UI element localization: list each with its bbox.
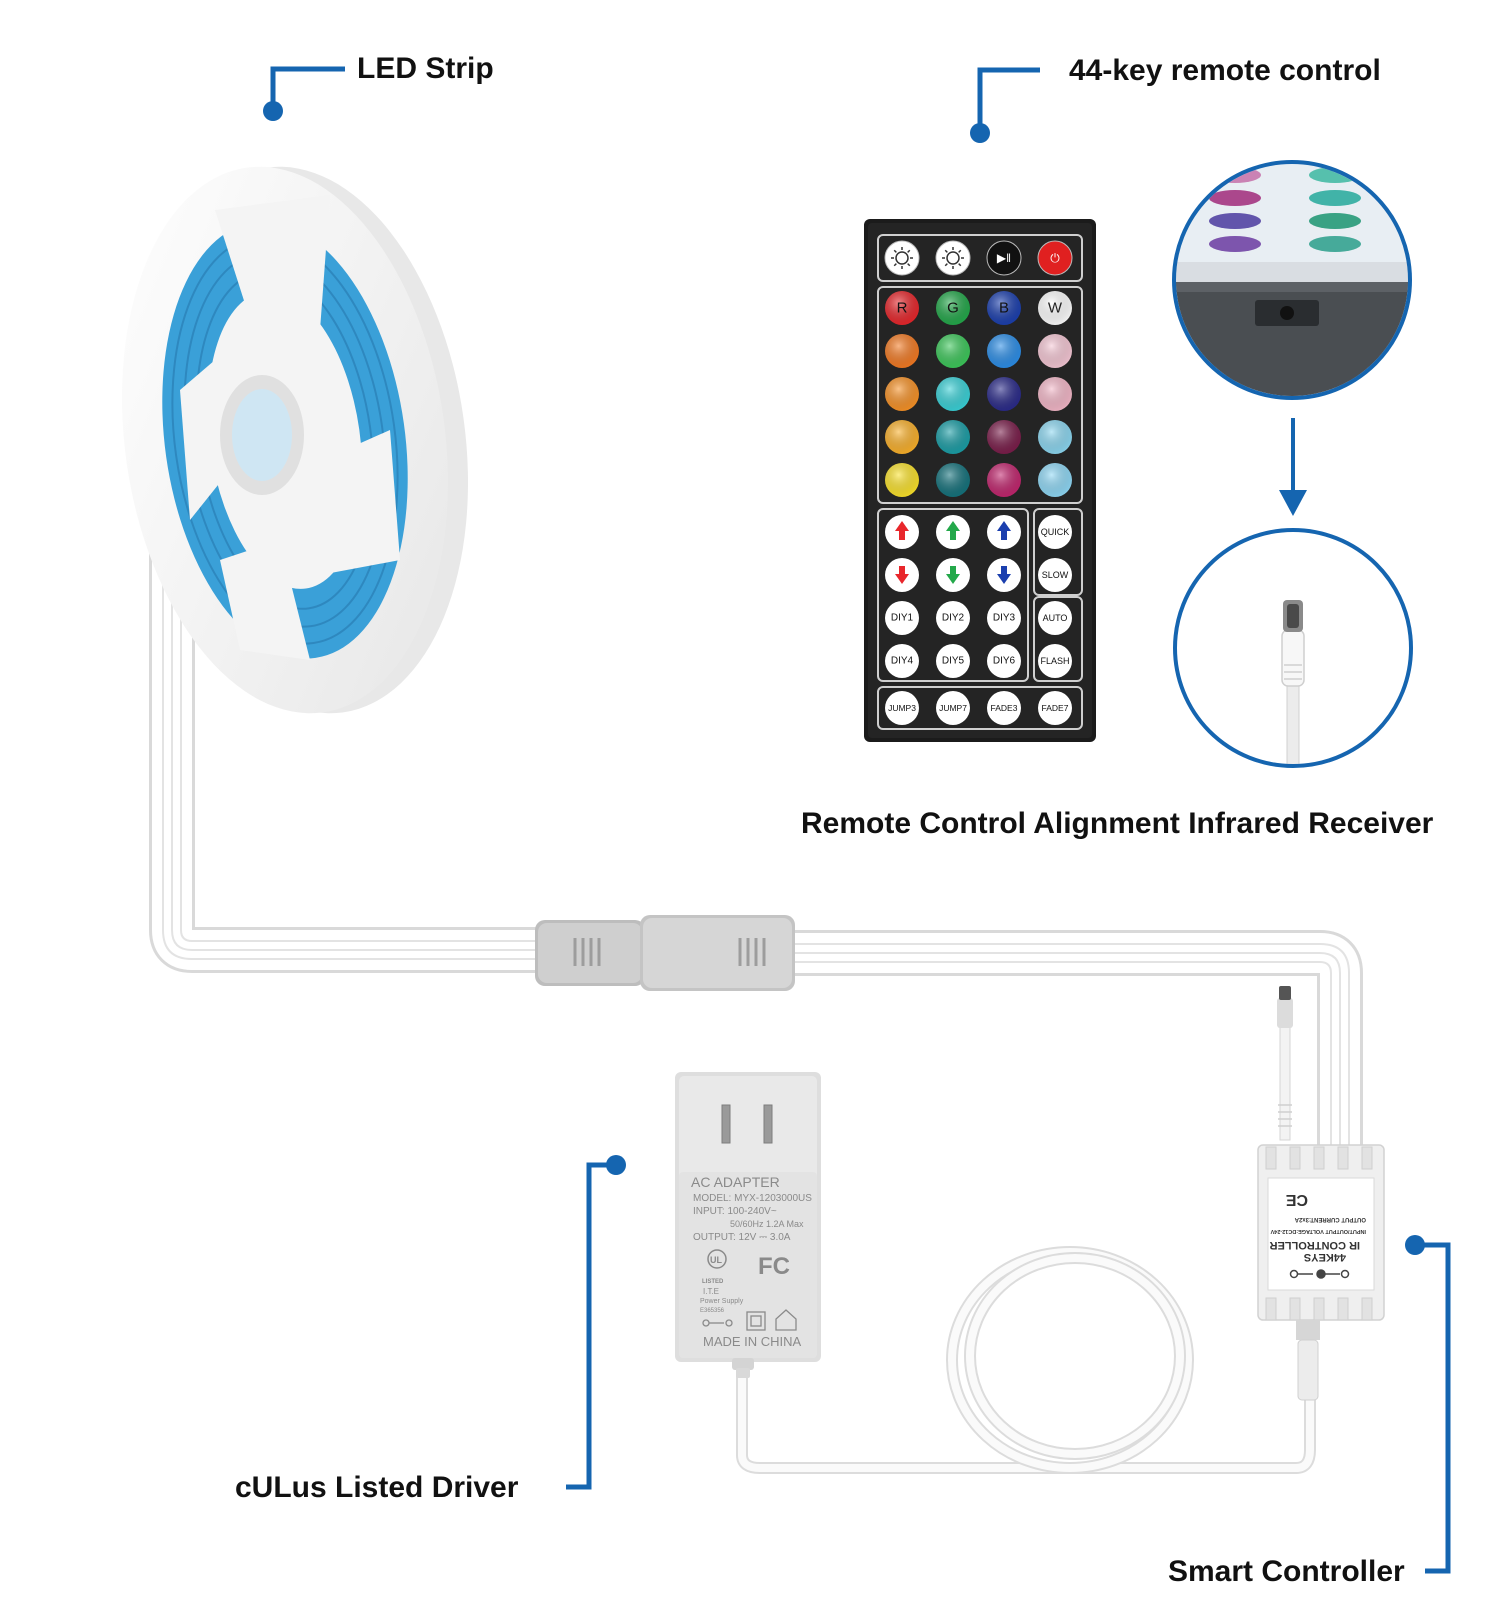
button-fade7-label: FADE7 [1042,703,1069,713]
button-jump7-label: JUMP7 [939,703,967,713]
svg-text:UL: UL [710,1255,722,1265]
polarity-icon [702,1309,797,1331]
remote-control: ▶‖ ⏻ R G B W QUICK SLOW AUTO FLASH DIY1 DIY2 DIY3DIY… [864,219,1096,742]
controller-keys: 44KEYS [1304,1251,1346,1263]
arrow-up-icon [895,521,909,531]
arrow-up-icon [997,521,1011,531]
strip-connector [535,915,795,991]
button-diy3[interactable] [987,601,1021,635]
arrow-down-icon [895,574,909,584]
led-strip-reel [122,166,468,714]
color-button-label: R [897,300,908,317]
button-quick-label: QUICK [1041,527,1070,537]
zoom-arrow [1279,418,1307,516]
button-slow-label: SLOW [1042,570,1069,580]
controller-voltage: INPUT/OUTPUT VOLTAGE:DC12-24V [1270,1228,1366,1234]
power-icon[interactable] [1037,240,1073,276]
button-diy5[interactable] [936,644,970,678]
button-fade7[interactable] [1038,691,1072,725]
power-icon-label: ⏻ [1050,251,1060,265]
callout-led-strip [263,66,345,121]
adapter-ite: I.T.E [703,1287,719,1296]
adapter-listed: LISTED [702,1279,724,1285]
callout-driver [566,1155,626,1490]
button-auto-label: AUTO [1043,613,1068,623]
button-flash[interactable] [1038,644,1072,678]
label-smart-controller: Smart Controller [1168,1555,1405,1588]
button-diy5-label: DIY5 [942,656,965,667]
ir-receiver-zoom-bottom [1173,528,1413,768]
arrow-up-icon [946,521,960,531]
button-diy4[interactable] [885,644,919,678]
fcc-logo: FC [758,1253,790,1280]
ir-receiver-zoom-top [1172,160,1412,400]
button-slow[interactable] [1038,558,1072,592]
button-jump3[interactable] [885,691,919,725]
button-diy1-label: DIY1 [891,613,914,624]
adapter-freq: 50/60Hz 1.2A Max [730,1219,804,1229]
ac-adapter: AC ADAPTER MODEL: MYX-1203000US INPUT: 1… [675,1072,1316,1474]
play-pause-icon[interactable] [986,240,1022,276]
adapter-model: MODEL: MYX-1203000US [693,1193,812,1204]
adapter-made-in: MADE IN CHINA [703,1334,802,1349]
button-diy6-label: DIY6 [993,656,1016,667]
button-fade3-label: FADE3 [991,703,1018,713]
callout-controller [1405,1235,1451,1574]
controller-ce-mark: CE [1285,1191,1308,1208]
arrow-down-icon [946,574,960,584]
button-jump7[interactable] [936,691,970,725]
button-flash-label: FLASH [1040,656,1069,666]
adapter-title: AC ADAPTER [691,1174,780,1190]
dc-cord-coil [946,1246,1194,1474]
adapter-power-supply: Power Supply [700,1298,744,1305]
controller-polarity-icon [1289,1269,1350,1279]
adapter-input: INPUT: 100-240V~ [693,1206,777,1217]
button-diy3-label: DIY3 [993,613,1016,624]
main-cable [149,517,1363,1173]
button-diy6[interactable] [987,644,1021,678]
button-jump3-label: JUMP3 [888,703,916,713]
adapter-file-no: E365356 [700,1308,725,1314]
controller-name: IR CONTROLLER [1270,1239,1360,1251]
label-ir-receiver: Remote Control Alignment Infrared Receiv… [801,807,1434,840]
play-pause-icon-label: ▶‖ [997,251,1011,265]
controller-output-current: OUTPUT CURRENT:3x2A [1294,1216,1366,1222]
color-button-label: B [999,300,1009,317]
brightness-down-icon[interactable] [935,240,971,276]
button-auto[interactable] [1038,601,1072,635]
label-remote-control: 44-key remote control [1069,54,1381,87]
callout-remote [970,67,1040,143]
button-quick[interactable] [1038,515,1072,549]
label-driver: cULus Listed Driver [235,1471,519,1504]
button-diy1[interactable] [885,601,919,635]
button-diy2-label: DIY2 [942,613,965,624]
arrow-down-icon [997,574,1011,584]
label-led-strip: LED Strip [357,52,494,85]
button-diy4-label: DIY4 [891,656,914,667]
color-button-label: W [1048,300,1063,317]
button-diy2[interactable] [936,601,970,635]
smart-controller: CE OUTPUT CURRENT:3x2A INPUT/OUTPUT VOLT… [1257,986,1385,1401]
brightness-up-icon[interactable] [884,240,920,276]
adapter-output: OUTPUT: 12V ⎓ 3.0A [693,1232,791,1243]
button-fade3[interactable] [987,691,1021,725]
color-button-label: G [947,300,959,317]
